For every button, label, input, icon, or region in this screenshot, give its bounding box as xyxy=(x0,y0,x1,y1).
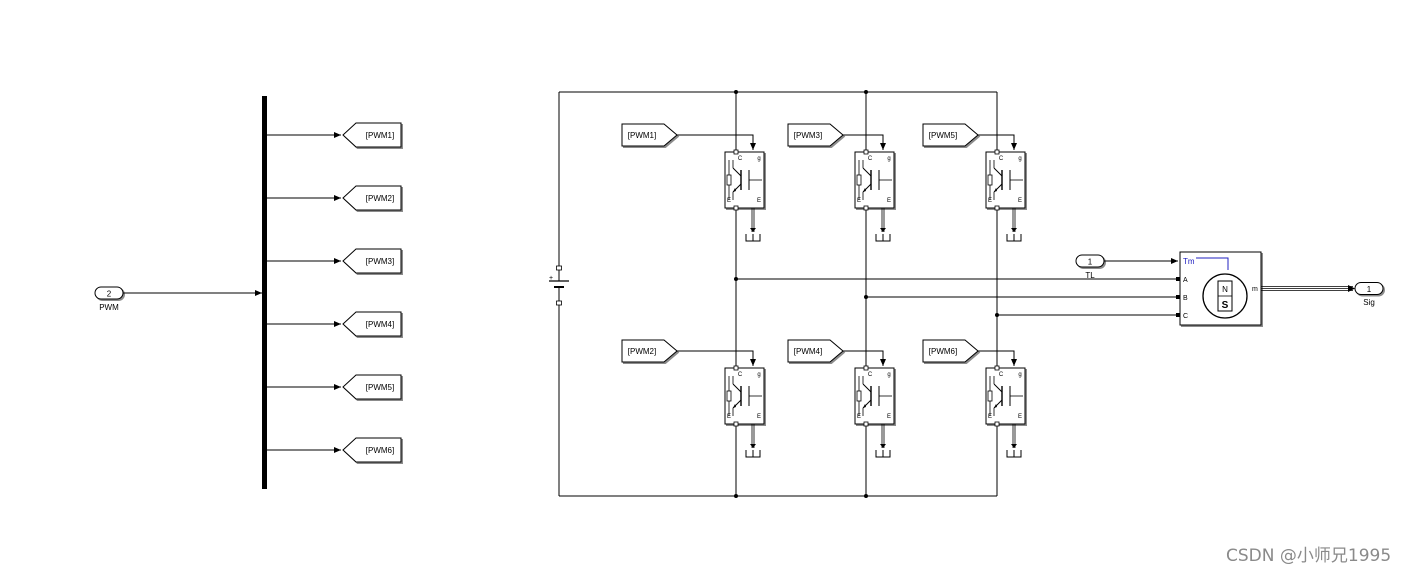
inport-pwm-number: 2 xyxy=(107,290,112,299)
from-block-lower-1[interactable]: [PWM2] xyxy=(621,339,678,363)
inport-pwm-label: PWM xyxy=(99,303,119,312)
outport-sig[interactable]: 1 Sig xyxy=(1354,282,1384,308)
junction-dots xyxy=(734,90,999,498)
goto-tag-label: [PWM4] xyxy=(366,320,394,329)
goto-block-5[interactable]: [PWM5] xyxy=(342,374,402,400)
igbt-emitter-left-label: E xyxy=(988,414,992,420)
gate-signal-line[interactable] xyxy=(843,350,886,366)
inport-tl-label: TL xyxy=(1085,271,1095,280)
goto-tag-label: [PWM2] xyxy=(366,194,394,203)
motor-port-m: m xyxy=(1252,286,1258,293)
igbt-emitter-left-label: E xyxy=(857,198,861,204)
motor-port-tm: Tm xyxy=(1183,257,1195,266)
igbt-gate-label: g xyxy=(1018,156,1021,162)
igbt-gate-label: g xyxy=(887,372,890,378)
inport-tl-number: 1 xyxy=(1088,258,1093,267)
gate-signal-line[interactable] xyxy=(677,350,756,366)
igbt-lower-1[interactable]: g C E E xyxy=(724,365,765,458)
gate-signal-line[interactable] xyxy=(978,134,1017,150)
igbt-emitter-label: E xyxy=(757,198,761,204)
from-tag-label: [PWM6] xyxy=(929,347,957,356)
gate-signal-line[interactable] xyxy=(978,350,1017,366)
igbt-emitter-left-label: E xyxy=(727,414,731,420)
igbt-emitter-label: E xyxy=(887,414,891,420)
from-tag-label: [PWM1] xyxy=(628,131,656,140)
gate-signal-line[interactable] xyxy=(677,134,756,150)
dc-voltage-source[interactable]: + xyxy=(549,265,569,306)
from-tag-label: [PWM3] xyxy=(794,131,822,140)
goto-block-1[interactable]: [PWM1] xyxy=(342,122,402,148)
motor-s-pole: S xyxy=(1222,300,1229,311)
from-tag-label: [PWM4] xyxy=(794,347,822,356)
goto-block-3[interactable]: [PWM3] xyxy=(342,248,402,274)
igbt-gate-label: g xyxy=(1018,372,1021,378)
from-block-upper-2[interactable]: [PWM3] xyxy=(787,123,844,147)
goto-block-4[interactable]: [PWM4] xyxy=(342,311,402,337)
igbt-gate-label: g xyxy=(757,156,760,162)
inverter-legs: gCEEgCEE[PWM1][PWM2]gCEEgCEE[PWM3][PWM4]… xyxy=(621,92,1026,496)
pmsm-motor-block[interactable]: Tm A B C m N S xyxy=(1176,251,1262,326)
phase-wires xyxy=(736,278,1176,316)
igbt-gate-label: g xyxy=(887,156,890,162)
igbt-collector-label: C xyxy=(738,372,743,378)
motor-port-c: C xyxy=(1183,313,1188,320)
from-block-upper-3[interactable]: [PWM5] xyxy=(922,123,979,147)
dc-source-plus-label: + xyxy=(549,275,553,282)
igbt-collector-label: C xyxy=(999,156,1004,162)
igbt-emitter-label: E xyxy=(1018,198,1022,204)
igbt-upper-3[interactable]: g C E E xyxy=(985,149,1026,242)
demux-block[interactable] xyxy=(262,96,267,489)
from-tag-label: [PWM5] xyxy=(929,131,957,140)
goto-tag-label: [PWM6] xyxy=(366,446,394,455)
igbt-upper-1[interactable]: g C E E xyxy=(724,149,765,242)
goto-block-6[interactable]: [PWM6] xyxy=(342,437,402,463)
inport-tl[interactable]: 1 TL xyxy=(1075,254,1105,280)
igbt-emitter-left-label: E xyxy=(727,198,731,204)
outport-sig-number: 1 xyxy=(1367,285,1372,294)
igbt-emitter-label: E xyxy=(1018,414,1022,420)
inport-pwm[interactable]: 2 PWM xyxy=(94,286,124,312)
igbt-lower-2[interactable]: g C E E xyxy=(854,365,895,458)
igbt-lower-3[interactable]: g C E E xyxy=(985,365,1026,458)
from-tag-label: [PWM2] xyxy=(628,347,656,356)
igbt-emitter-left-label: E xyxy=(857,414,861,420)
goto-tag-label: [PWM5] xyxy=(366,383,394,392)
motor-port-a: A xyxy=(1183,277,1188,284)
from-block-lower-3[interactable]: [PWM6] xyxy=(922,339,979,363)
gate-signal-line[interactable] xyxy=(843,134,886,150)
demux-goto-group: [PWM1] [PWM2] [PWM3] [PWM4] [PWM5] [PWM6] xyxy=(267,122,402,463)
motor-n-pole: N xyxy=(1222,285,1228,294)
dc-bus-wires xyxy=(558,91,997,497)
igbt-collector-label: C xyxy=(738,156,743,162)
igbt-collector-label: C xyxy=(999,372,1004,378)
igbt-emitter-label: E xyxy=(757,414,761,420)
igbt-collector-label: C xyxy=(868,372,873,378)
from-block-lower-2[interactable]: [PWM4] xyxy=(787,339,844,363)
igbt-emitter-left-label: E xyxy=(988,198,992,204)
igbt-emitter-label: E xyxy=(887,198,891,204)
goto-tag-label: [PWM1] xyxy=(366,131,394,140)
watermark: CSDN @小师兄1995 xyxy=(1226,546,1392,566)
igbt-gate-label: g xyxy=(757,372,760,378)
igbt-collector-label: C xyxy=(868,156,873,162)
igbt-upper-2[interactable]: g C E E xyxy=(854,149,895,242)
goto-tag-label: [PWM3] xyxy=(366,257,394,266)
from-block-upper-1[interactable]: [PWM1] xyxy=(621,123,678,147)
goto-block-2[interactable]: [PWM2] xyxy=(342,185,402,211)
motor-port-b: B xyxy=(1183,295,1188,302)
bus-line-m-to-sig[interactable] xyxy=(1261,286,1353,291)
outport-sig-label: Sig xyxy=(1363,298,1375,307)
